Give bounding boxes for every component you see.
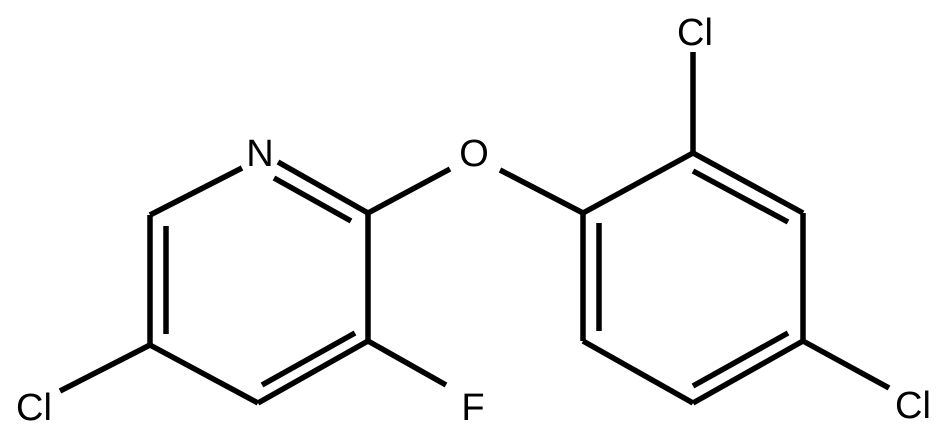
bond-c4-c3-inner [260, 330, 357, 388]
bond-c2-n1 [276, 159, 370, 216]
bond-c3-f [366, 338, 448, 388]
bond-o-c1prime [498, 167, 585, 216]
bond-n1-c6 [148, 165, 244, 218]
bond-c5-cl [58, 342, 152, 394]
bond-c1prime-c2prime [581, 150, 695, 216]
atom-cl-pyridine: Cl [16, 387, 52, 428]
atom-o1: O [459, 133, 489, 175]
bond-c4prime-cl [801, 338, 891, 391]
bond-c2prime-c3prime-inner [691, 168, 790, 225]
bond-c2-o [366, 166, 452, 216]
atom-cl-ortho: Cl [677, 12, 713, 54]
bond-c2-n1-inner [272, 175, 353, 224]
pyridine-ring [147, 159, 371, 406]
atom-f1: F [461, 387, 484, 428]
substituent-bonds [58, 166, 585, 394]
bond-c4-c3 [256, 338, 370, 406]
atom-labels: N O F Cl Cl Cl [16, 12, 931, 428]
atom-n1: N [246, 133, 273, 175]
bond-c5prime-c6prime [581, 338, 695, 406]
dichlorophenyl-ring [580, 150, 806, 406]
bond-c4prime-c5prime-inner [691, 330, 790, 389]
bond-c5-c4 [148, 342, 260, 406]
dichlorophenyl-substituent-bonds [690, 52, 891, 391]
bond-c2prime-c3prime [691, 150, 805, 216]
bond-c4prime-c5prime [691, 338, 805, 406]
atom-cl-para: Cl [895, 385, 931, 427]
